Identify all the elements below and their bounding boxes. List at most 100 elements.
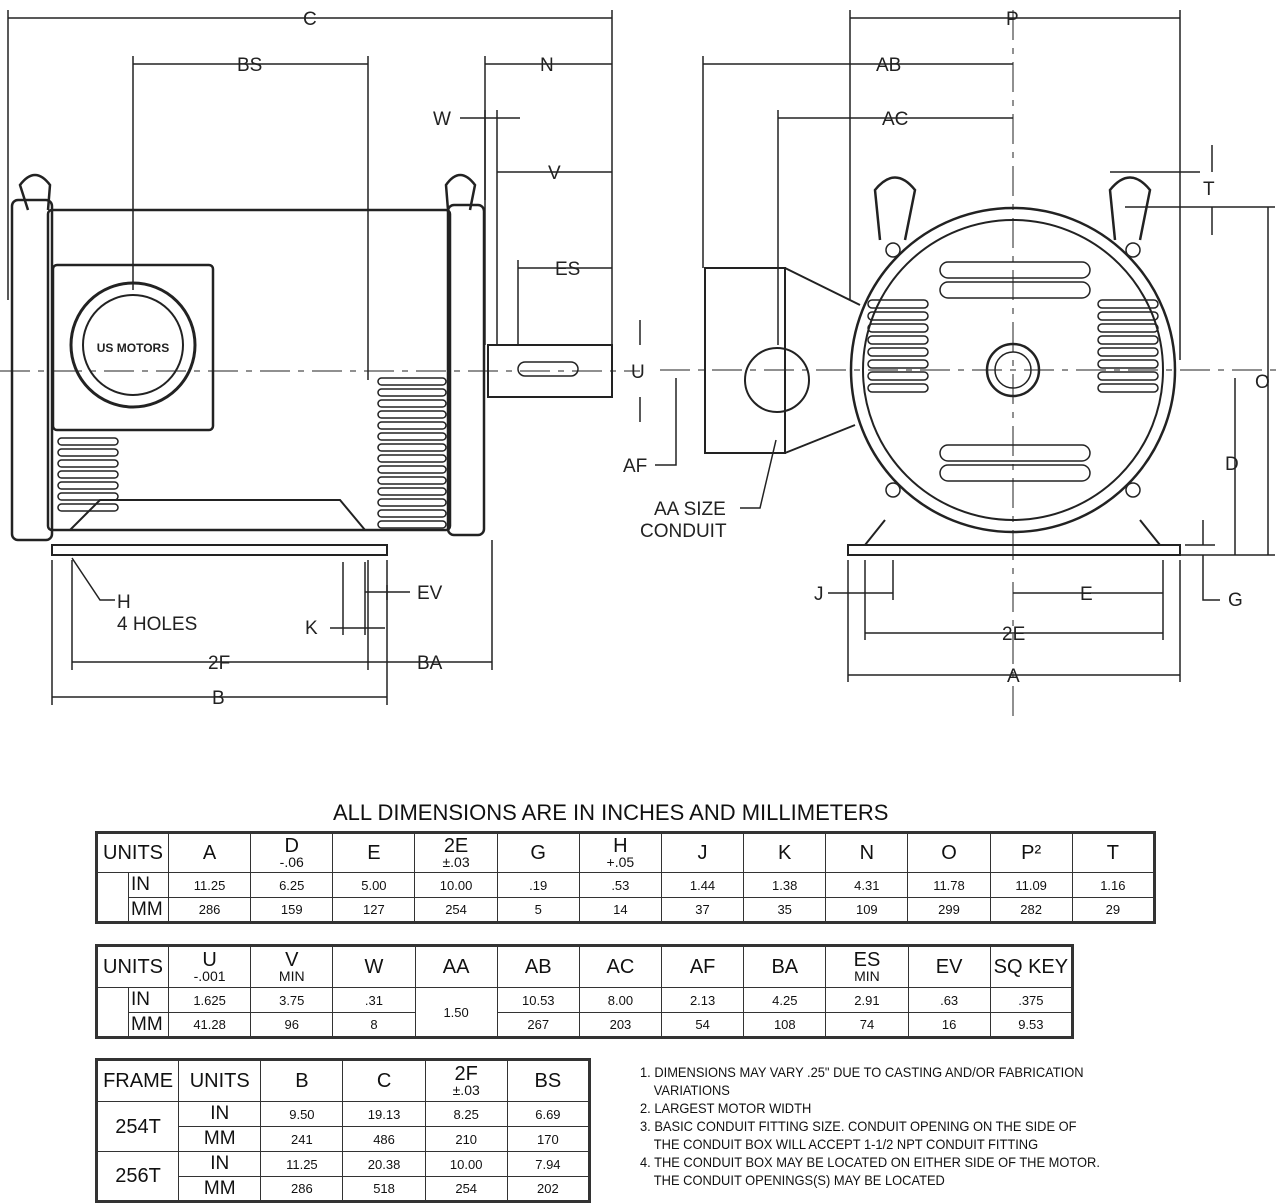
column-header: UNITS [96,832,169,873]
table-cell: 29 [1071,897,1156,923]
table-cell: 4.25 [743,987,827,1013]
label-p: P [1006,9,1019,30]
label-c: C [303,9,317,30]
label-conduit: CONDUIT [640,521,727,542]
vent-slot [377,476,447,485]
vent-slot [377,465,447,474]
table-cell: 267 [496,1012,580,1038]
table-cell: 4.31 [825,872,909,898]
column-header: AA [414,945,498,988]
frame-cell: 254T [95,1101,180,1152]
column-header: B [260,1059,344,1102]
vent-slot [57,459,119,468]
column-header: N [825,832,909,873]
column-header: A [167,832,252,873]
vent-slot [1097,335,1159,345]
vent-slot [1097,311,1159,321]
us-motors-logo: US MOTORS [69,281,197,409]
table-cell: 14 [578,897,662,923]
table-cell: 16 [907,1012,991,1038]
table-cell: 37 [660,897,745,923]
vent-slot [377,410,447,419]
vent-slot [939,281,1091,299]
column-header: C [342,1059,426,1102]
table-cell: 10.00 [414,872,498,898]
table-cell: .53 [578,872,662,898]
table-cell: 1.625 [167,987,252,1013]
label-af: AF [623,456,647,477]
vent-slot [377,388,447,397]
vent-slot [377,520,447,529]
label-ev: EV [417,583,443,604]
vent-slot [57,503,119,512]
vent-slot [377,421,447,430]
vent-slot [377,498,447,507]
vent-slot [1097,299,1159,309]
table-cell: 5.00 [332,872,416,898]
column-header: 2E±.03 [414,832,498,873]
column-header: BA [743,945,827,988]
note-item: 2. LARGEST MOTOR WIDTH [640,1100,812,1116]
label-w: W [433,109,451,130]
column-header: K [743,832,827,873]
column-header: BS [506,1059,591,1102]
label-v: V [548,163,561,184]
vent-slot [867,359,929,369]
vent-slot [867,383,929,393]
vent-slot [867,347,929,357]
label-o: O [1255,372,1270,393]
units-title: ALL DIMENSIONS ARE IN INCHES AND MILLIME… [333,800,889,825]
table-cell: 74 [825,1012,909,1038]
unit-cell: IN [178,1151,262,1177]
table-cell: 6.69 [506,1101,591,1127]
dimension-labels: C BS N W V ES U AF AA SIZE CONDUIT P AB … [117,9,1270,709]
label-a: A [1007,666,1020,687]
table-cell: 35 [743,897,827,923]
table-cell: 127 [332,897,416,923]
table-cell: 11.25 [260,1151,344,1177]
vent-slot [57,481,119,490]
vent-slot [57,437,119,446]
label-k: K [305,618,318,639]
unit-cell: MM [128,1012,169,1038]
label-aa: AA SIZE [654,499,726,520]
table-cell: 41.28 [167,1012,252,1038]
note-item: 3. BASIC CONDUIT FITTING SIZE. CONDUIT O… [640,1118,1077,1152]
table-cell: 109 [825,897,909,923]
label-2e: 2E [1002,624,1025,645]
frame-cell: 256T [95,1151,180,1202]
table-cell: 7.94 [506,1151,591,1177]
table-cell: 11.25 [167,872,252,898]
table-cell: 286 [167,897,252,923]
label-4-holes: 4 HOLES [117,614,197,635]
vent-slot [939,261,1091,279]
table-cell: 9.53 [989,1012,1074,1038]
vent-slot [377,443,447,452]
unit-cell: MM [128,897,169,923]
table-cell: 20.38 [342,1151,426,1177]
table-cell: 254 [424,1176,508,1202]
column-header: U-.001 [167,945,252,988]
table-cell: 286 [260,1176,344,1202]
vent-slot [57,492,119,501]
column-header: P² [989,832,1073,873]
label-e: E [1080,584,1093,605]
column-header: AF [661,945,745,988]
notes-list: 1. DIMENSIONS MAY VARY .25" DUE TO CASTI… [640,1063,1100,1189]
vent-slot [377,399,447,408]
label-2f: 2F [208,653,230,674]
column-header: 2F±.03 [424,1059,508,1102]
column-header: J [660,832,745,873]
table-cell: 299 [907,897,991,923]
end-view [655,10,1280,720]
table-cell: 1.38 [743,872,827,898]
table-cell: 254 [414,897,498,923]
vent-slot [1097,383,1159,393]
